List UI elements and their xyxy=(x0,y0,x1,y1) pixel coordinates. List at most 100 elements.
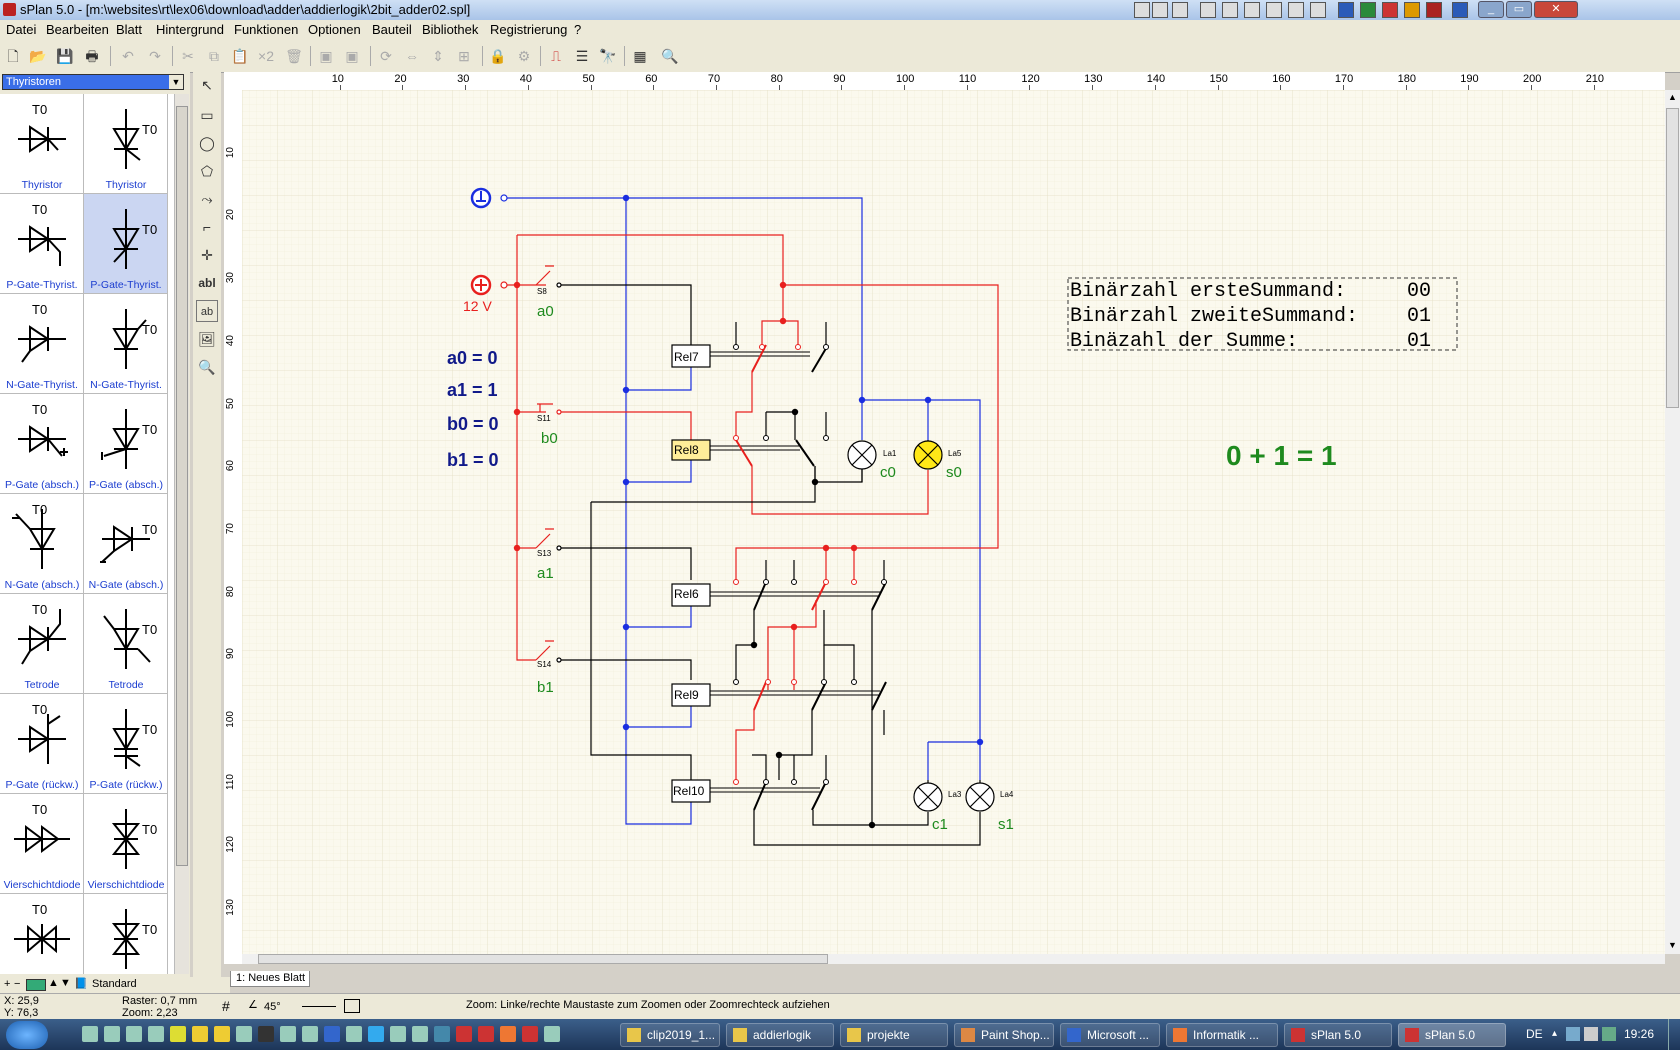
taskbar-item[interactable]: Informatik ... xyxy=(1166,1023,1278,1047)
open-folder-icon[interactable]: 📂 xyxy=(29,48,47,64)
menu-optionen[interactable]: Optionen xyxy=(308,22,361,37)
excel-icon[interactable] xyxy=(1360,2,1376,18)
start-button[interactable] xyxy=(6,1021,48,1049)
add-icon[interactable]: + xyxy=(4,978,11,990)
show-desktop-button[interactable] xyxy=(1668,1019,1680,1050)
redo-icon[interactable]: ↷ xyxy=(149,48,161,64)
line-style-icon[interactable] xyxy=(302,1006,336,1007)
menu-blatt[interactable]: Blatt xyxy=(116,22,143,37)
paste-icon[interactable]: 📋 xyxy=(231,48,249,64)
taskbar-item[interactable]: projekte xyxy=(840,1023,948,1047)
grid-settings-icon[interactable]: ▦ xyxy=(633,48,647,64)
find-icon[interactable]: 🔭 xyxy=(599,48,617,64)
maximize-button[interactable]: ▭ xyxy=(1506,1,1532,18)
print-icon[interactable]: 🖶 xyxy=(85,48,99,64)
quicklaunch-icon[interactable] xyxy=(258,1026,274,1042)
tray-icon[interactable] xyxy=(1566,1027,1580,1041)
bezier-icon[interactable]: ⤳ xyxy=(201,191,213,207)
taskbar-item[interactable]: Paint Shop... xyxy=(954,1023,1054,1047)
word-icon[interactable] xyxy=(1338,2,1354,18)
taskbar-item[interactable]: Microsoft ... xyxy=(1060,1023,1160,1047)
polygon-icon[interactable]: ⬠ xyxy=(200,163,214,179)
quicklaunch-icon[interactable] xyxy=(126,1026,142,1042)
angle-icon[interactable]: ∠ xyxy=(248,999,258,1011)
image-icon[interactable]: 🖼 xyxy=(198,331,216,347)
tray-icon[interactable] xyxy=(1426,2,1442,18)
network-icon[interactable] xyxy=(1602,1027,1616,1041)
library-item[interactable]: T0 xyxy=(84,894,168,974)
taskbar-item[interactable]: addierlogik xyxy=(726,1023,834,1047)
library-category-select[interactable]: Thyristoren ▼ xyxy=(2,74,184,90)
minimize-button[interactable]: _ xyxy=(1478,1,1504,18)
chevron-down-icon[interactable]: ▼ xyxy=(169,75,183,89)
quicklaunch-icon[interactable] xyxy=(214,1026,230,1042)
junction-icon[interactable]: ✛ xyxy=(201,247,213,263)
fill-style-icon[interactable] xyxy=(344,999,360,1013)
tray-arrows-icon[interactable]: ▴ xyxy=(1552,1028,1558,1039)
tray-icon[interactable] xyxy=(1244,2,1260,18)
quicklaunch-icon[interactable] xyxy=(170,1026,186,1042)
library-edit-icon[interactable] xyxy=(26,979,46,991)
drawing-canvas[interactable]: 12 V S8 a0 S11 b0 S13 a1 S14 b1 Rel7 Rel… xyxy=(242,90,1665,954)
tray-icon[interactable] xyxy=(1200,2,1216,18)
tray-icon[interactable] xyxy=(1310,2,1326,18)
menu-registrierung[interactable]: Registrierung xyxy=(490,22,568,37)
library-name[interactable]: Standard xyxy=(92,978,137,990)
sheet-tab[interactable]: 1: Neues Blatt xyxy=(230,971,310,987)
library-scroll-thumb[interactable] xyxy=(176,106,188,866)
grid-icon[interactable]: # xyxy=(222,998,230,1014)
menu-bearbeiten[interactable]: Bearbeiten xyxy=(46,22,109,37)
tray-icon[interactable] xyxy=(1266,2,1282,18)
quicklaunch-icon[interactable] xyxy=(456,1026,472,1042)
duplicate-icon[interactable]: ×2 xyxy=(258,48,274,64)
menu-help[interactable]: ? xyxy=(574,22,582,37)
clock[interactable]: 19:26 xyxy=(1624,1027,1655,1041)
tray-icon[interactable] xyxy=(1152,2,1168,18)
quicklaunch-icon[interactable] xyxy=(104,1026,120,1042)
text-icon[interactable]: abl xyxy=(198,276,216,290)
quicklaunch-icon[interactable] xyxy=(478,1026,494,1042)
lock-icon[interactable]: 🔒 xyxy=(489,48,507,64)
tray-icon[interactable] xyxy=(1288,2,1304,18)
line-icon[interactable]: ⌐ xyxy=(202,219,212,235)
copy-icon[interactable]: ⧉ xyxy=(209,48,219,64)
pointer-icon[interactable]: ↖ xyxy=(201,77,213,93)
tray-icon[interactable] xyxy=(1134,2,1150,18)
unlock-icon[interactable]: ⚙ xyxy=(517,48,531,64)
arrow-up-icon[interactable]: ▲ xyxy=(48,977,59,989)
quicklaunch-icon[interactable] xyxy=(302,1026,318,1042)
taskbar-item-active[interactable]: sPlan 5.0 xyxy=(1398,1023,1506,1047)
zoom-readout[interactable]: Zoom: 2,23 xyxy=(122,1007,178,1019)
menu-funktionen[interactable]: Funktionen xyxy=(234,22,299,37)
to-back-icon[interactable]: ▣ xyxy=(345,48,359,64)
quicklaunch-icon[interactable] xyxy=(368,1026,384,1042)
library-scrollbar[interactable] xyxy=(174,94,189,974)
close-button[interactable]: ✕ xyxy=(1534,1,1578,18)
to-front-icon[interactable]: ▣ xyxy=(319,48,333,64)
tray-icon[interactable] xyxy=(1222,2,1238,18)
language-indicator[interactable]: DE xyxy=(1526,1027,1543,1041)
quicklaunch-icon[interactable] xyxy=(544,1026,560,1042)
tray-icon[interactable] xyxy=(1452,2,1468,18)
rotate-icon[interactable]: ⟳ xyxy=(380,48,392,64)
zoom-tool-icon[interactable]: 🔍 xyxy=(198,359,216,375)
menu-datei[interactable]: Datei xyxy=(6,22,37,37)
mirror-v-icon[interactable]: ⇕ xyxy=(432,48,444,64)
vertical-scrollbar[interactable]: ▲ ▼ xyxy=(1665,90,1680,954)
powerpoint-icon[interactable] xyxy=(1382,2,1398,18)
vertical-scroll-thumb[interactable] xyxy=(1666,108,1679,408)
undo-icon[interactable]: ↶ xyxy=(122,48,134,64)
netlist-icon[interactable]: ⎍ xyxy=(551,48,561,64)
group-icon[interactable]: ⊞ xyxy=(458,48,470,64)
